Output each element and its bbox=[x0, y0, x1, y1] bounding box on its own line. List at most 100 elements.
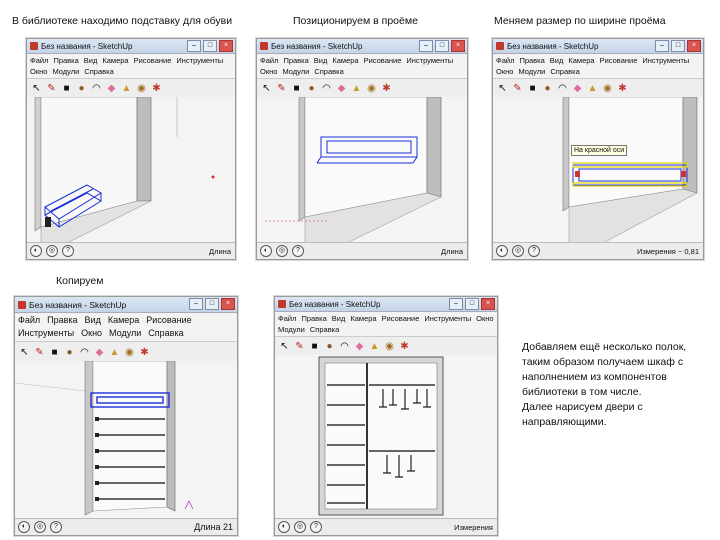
menu-draw[interactable]: Рисование bbox=[381, 314, 420, 323]
menu-plugins[interactable]: Модули bbox=[109, 328, 142, 338]
arc-icon[interactable]: ◠ bbox=[322, 82, 331, 94]
paint-bucket-icon[interactable]: ▲ bbox=[351, 82, 362, 94]
minimize-button[interactable]: – bbox=[187, 40, 201, 52]
circle-icon[interactable]: ● bbox=[308, 82, 315, 94]
circle-icon[interactable]: ● bbox=[66, 346, 73, 358]
viewport[interactable] bbox=[275, 355, 497, 519]
select-icon[interactable]: ↖ bbox=[280, 340, 289, 352]
pencil-icon[interactable]: ✎ bbox=[35, 346, 44, 358]
menu-tools[interactable]: Инструменты bbox=[642, 56, 690, 65]
orbit-icon[interactable]: ✱ bbox=[382, 82, 391, 94]
circle-icon[interactable]: ● bbox=[78, 82, 85, 94]
viewport[interactable] bbox=[15, 361, 237, 519]
geo-location-icon[interactable]: ◐ bbox=[278, 521, 290, 533]
pencil-icon[interactable]: ✎ bbox=[47, 82, 56, 94]
eraser-icon[interactable]: ◆ bbox=[355, 340, 364, 352]
menu-window[interactable]: Окно bbox=[476, 314, 494, 323]
eraser-icon[interactable]: ◆ bbox=[107, 82, 116, 94]
menu-tools[interactable]: Инструменты bbox=[176, 56, 224, 65]
menu-plugins[interactable]: Модули bbox=[282, 67, 310, 76]
tape-measure-icon[interactable]: ◉ bbox=[603, 82, 612, 94]
eraser-icon[interactable]: ◆ bbox=[337, 82, 346, 94]
rectangle-icon[interactable]: ■ bbox=[293, 82, 300, 94]
rectangle-icon[interactable]: ■ bbox=[311, 340, 318, 352]
credits-icon[interactable]: ◎ bbox=[276, 245, 288, 257]
orbit-icon[interactable]: ✱ bbox=[618, 82, 627, 94]
help-icon[interactable]: ? bbox=[310, 521, 322, 533]
circle-icon[interactable]: ● bbox=[544, 82, 551, 94]
menu-camera[interactable]: Камера bbox=[102, 56, 129, 65]
menu-file[interactable]: Файл bbox=[30, 56, 49, 65]
minimize-button[interactable]: – bbox=[189, 298, 203, 310]
menu-edit[interactable]: Правка bbox=[47, 315, 78, 325]
menu-window[interactable]: Окно bbox=[496, 67, 514, 76]
menu-camera[interactable]: Камера bbox=[332, 56, 359, 65]
menu-view[interactable]: Вид bbox=[84, 315, 101, 325]
menu-window[interactable]: Окно bbox=[81, 328, 103, 338]
credits-icon[interactable]: ◎ bbox=[46, 245, 58, 257]
menu-file[interactable]: Файл bbox=[496, 56, 515, 65]
paint-bucket-icon[interactable]: ▲ bbox=[109, 346, 120, 358]
menu-edit[interactable]: Правка bbox=[283, 56, 309, 65]
select-icon[interactable]: ↖ bbox=[498, 82, 507, 94]
menu-camera[interactable]: Камера bbox=[568, 56, 595, 65]
menu-camera[interactable]: Камера bbox=[350, 314, 377, 323]
maximize-button[interactable]: □ bbox=[435, 40, 449, 52]
menu-window[interactable]: Окно bbox=[30, 67, 48, 76]
eraser-icon[interactable]: ◆ bbox=[95, 346, 104, 358]
pencil-icon[interactable]: ✎ bbox=[513, 82, 522, 94]
menu-tools[interactable]: Инструменты bbox=[424, 314, 472, 323]
menu-file[interactable]: Файл bbox=[278, 314, 297, 323]
select-icon[interactable]: ↖ bbox=[32, 82, 41, 94]
tape-measure-icon[interactable]: ◉ bbox=[385, 340, 394, 352]
minimize-button[interactable]: – bbox=[419, 40, 433, 52]
menu-tools[interactable]: Инструменты bbox=[406, 56, 454, 65]
geo-location-icon[interactable]: ◐ bbox=[496, 245, 508, 257]
orbit-icon[interactable]: ✱ bbox=[400, 340, 409, 352]
menu-plugins[interactable]: Модули bbox=[518, 67, 546, 76]
geo-location-icon[interactable]: ◐ bbox=[18, 521, 30, 533]
viewport[interactable] bbox=[27, 97, 235, 243]
help-icon[interactable]: ? bbox=[528, 245, 540, 257]
menu-help[interactable]: Справка bbox=[84, 67, 114, 76]
select-icon[interactable]: ↖ bbox=[262, 82, 271, 94]
tape-measure-icon[interactable]: ◉ bbox=[137, 82, 146, 94]
menu-help[interactable]: Справка bbox=[550, 67, 580, 76]
credits-icon[interactable]: ◎ bbox=[294, 521, 306, 533]
menu-file[interactable]: Файл bbox=[18, 315, 41, 325]
help-icon[interactable]: ? bbox=[292, 245, 304, 257]
viewport[interactable] bbox=[257, 97, 467, 243]
arc-icon[interactable]: ◠ bbox=[80, 346, 89, 358]
minimize-button[interactable]: – bbox=[655, 40, 669, 52]
menu-view[interactable]: Вид bbox=[549, 56, 564, 65]
rectangle-icon[interactable]: ■ bbox=[51, 346, 58, 358]
menu-window[interactable]: Окно bbox=[260, 67, 278, 76]
menu-help[interactable]: Справка bbox=[309, 325, 340, 334]
tape-measure-icon[interactable]: ◉ bbox=[125, 346, 134, 358]
arc-icon[interactable]: ◠ bbox=[340, 340, 349, 352]
arc-icon[interactable]: ◠ bbox=[92, 82, 101, 94]
menu-draw[interactable]: Рисование bbox=[363, 56, 402, 65]
menu-help[interactable]: Справка bbox=[314, 67, 344, 76]
close-button[interactable]: × bbox=[219, 40, 233, 52]
measurements-box[interactable]: Длина 21 bbox=[194, 522, 237, 532]
help-icon[interactable]: ? bbox=[62, 245, 74, 257]
menu-view[interactable]: Вид bbox=[83, 56, 98, 65]
menu-view[interactable]: Вид bbox=[331, 314, 346, 323]
measurements-box[interactable]: Измерения ~ 0,81 bbox=[637, 247, 703, 256]
geo-location-icon[interactable]: ◐ bbox=[30, 245, 42, 257]
arc-icon[interactable]: ◠ bbox=[558, 82, 567, 94]
menu-draw[interactable]: Рисование bbox=[146, 315, 192, 325]
close-button[interactable]: × bbox=[687, 40, 701, 52]
menu-help[interactable]: Справка bbox=[148, 328, 184, 338]
paint-bucket-icon[interactable]: ▲ bbox=[587, 82, 598, 94]
menu-plugins[interactable]: Модули bbox=[278, 325, 305, 334]
eraser-icon[interactable]: ◆ bbox=[573, 82, 582, 94]
menu-draw[interactable]: Рисование bbox=[133, 56, 172, 65]
circle-icon[interactable]: ● bbox=[326, 340, 333, 352]
menu-view[interactable]: Вид bbox=[313, 56, 328, 65]
geo-location-icon[interactable]: ◐ bbox=[260, 245, 272, 257]
close-button[interactable]: × bbox=[481, 298, 495, 310]
paint-bucket-icon[interactable]: ▲ bbox=[369, 340, 380, 352]
orbit-icon[interactable]: ✱ bbox=[140, 346, 149, 358]
